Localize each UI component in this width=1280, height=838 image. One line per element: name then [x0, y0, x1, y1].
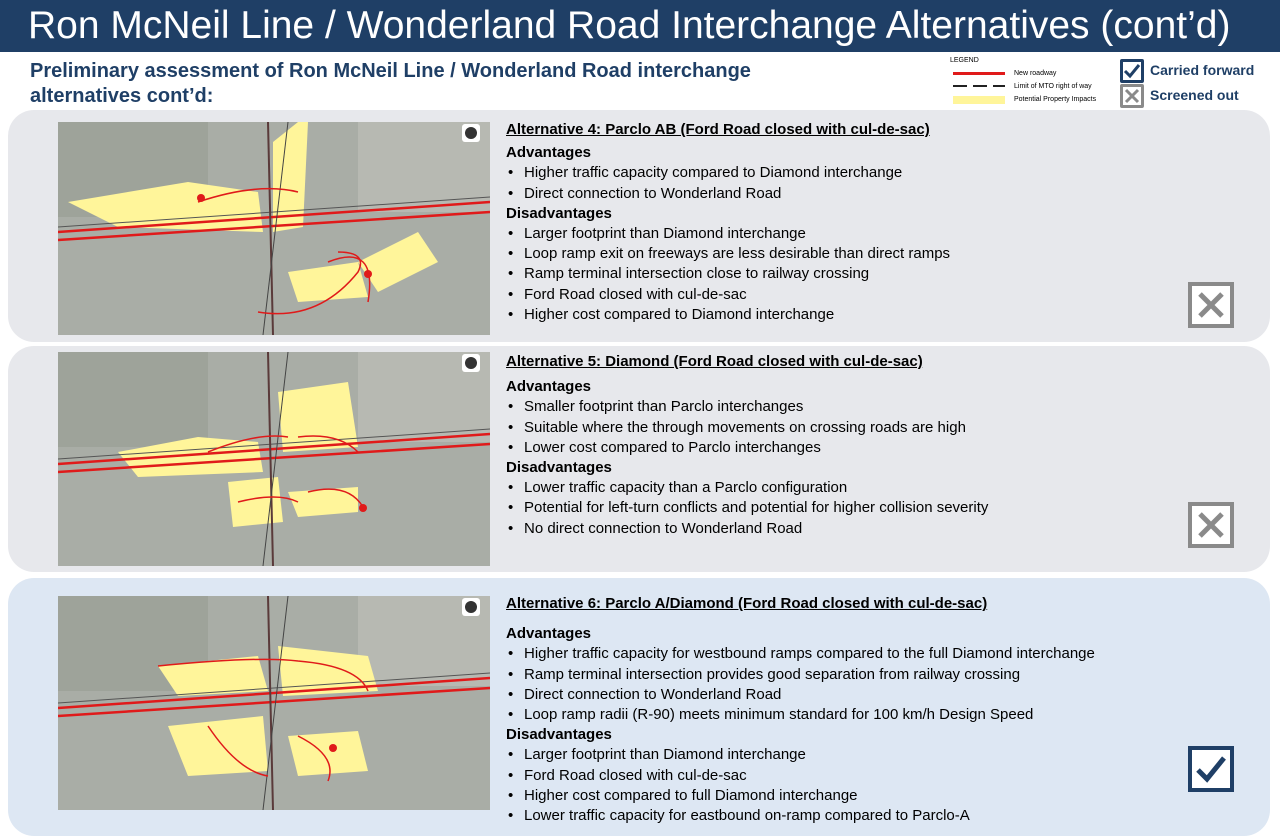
list-item: Potential for left-turn conflicts and po…	[506, 498, 1196, 518]
list-item: Loop ramp radii (R-90) meets minimum sta…	[506, 705, 1196, 725]
advantages-list: Smaller footprint than Parclo interchang…	[506, 397, 1196, 458]
alternative-panel-6: Alternative 6: Parclo A/Diamond (Ford Ro…	[8, 578, 1270, 836]
list-item: Higher cost compared to full Diamond int…	[506, 786, 1196, 806]
list-item: Loop ramp exit on freeways are less desi…	[506, 244, 1196, 264]
list-item: No direct connection to Wonderland Road	[506, 519, 1196, 539]
key-carried-forward: Carried forward	[1120, 59, 1280, 83]
advantages-heading: Advantages	[506, 378, 592, 396]
screened-out-icon	[1188, 282, 1234, 328]
interchange-map-alt-5	[58, 352, 490, 566]
advantages-heading: Advantages	[506, 144, 592, 162]
checkbox-x-icon	[1120, 84, 1144, 108]
disadvantages-list: Lower traffic capacity than a Parclo con…	[506, 478, 1196, 539]
alternative-title: Alternative 5: Diamond (Ford Road closed…	[506, 353, 923, 370]
legend-title: LEGEND	[950, 57, 979, 64]
disadvantages-heading: Disadvantages	[506, 726, 612, 744]
disadvantages-heading: Disadvantages	[506, 459, 612, 477]
advantages-list: Higher traffic capacity for westbound ra…	[506, 644, 1196, 725]
list-item: Ford Road closed with cul-de-sac	[506, 285, 1196, 305]
alternative-title: Alternative 6: Parclo A/Diamond (Ford Ro…	[506, 595, 988, 612]
list-item: Smaller footprint than Parclo interchang…	[506, 397, 1196, 417]
page-title: Ron McNeil Line / Wonderland Road Interc…	[0, 0, 1280, 52]
page-subtitle: Preliminary assessment of Ron McNeil Lin…	[30, 60, 751, 107]
dashed-line-swatch	[953, 85, 1005, 87]
list-item: Higher traffic capacity for westbound ra…	[506, 644, 1196, 664]
checkbox-check-icon	[1120, 59, 1144, 83]
legend-item-mto-limit: Limit of MTO right of way	[950, 82, 1120, 92]
aerial-map-image	[58, 596, 490, 810]
list-item: Direct connection to Wonderland Road	[506, 184, 1196, 204]
alternative-details-5: Alternative 5: Diamond (Ford Road closed…	[506, 352, 1196, 539]
alternative-details-6: Alternative 6: Parclo A/Diamond (Ford Ro…	[506, 594, 1196, 826]
advantages-heading: Advantages	[506, 625, 592, 643]
list-item: Ramp terminal intersection close to rail…	[506, 264, 1196, 284]
key-screened-out: Screened out	[1120, 84, 1280, 108]
list-item: Direct connection to Wonderland Road	[506, 685, 1196, 705]
alternative-panel-4: Alternative 4: Parclo AB (Ford Road clos…	[8, 110, 1270, 342]
list-item: Suitable where the through movements on …	[506, 418, 1196, 438]
map-legend: LEGEND New roadway Limit of MTO right of…	[950, 57, 1120, 109]
list-item: Larger footprint than Diamond interchang…	[506, 224, 1196, 244]
list-item: Ford Road closed with cul-de-sac	[506, 766, 1196, 786]
disadvantages-list: Larger footprint than Diamond interchang…	[506, 745, 1196, 826]
list-item: Ramp terminal intersection provides good…	[506, 665, 1196, 685]
aerial-map-image	[58, 122, 490, 335]
list-item: Lower traffic capacity than a Parclo con…	[506, 478, 1196, 498]
disadvantages-list: Larger footprint than Diamond interchang…	[506, 224, 1196, 325]
list-item: Lower traffic capacity for eastbound on-…	[506, 806, 1196, 826]
list-item: Higher cost compared to Diamond intercha…	[506, 305, 1196, 325]
legend-item-new-roadway: New roadway	[950, 69, 1120, 79]
interchange-map-alt-6	[58, 596, 490, 810]
carried-forward-icon	[1188, 746, 1234, 792]
interchange-map-alt-4	[58, 122, 490, 335]
alternative-panel-5: Alternative 5: Diamond (Ford Road closed…	[8, 346, 1270, 572]
advantages-list: Higher traffic capacity compared to Diam…	[506, 163, 1196, 204]
screened-out-icon	[1188, 502, 1234, 548]
disadvantages-heading: Disadvantages	[506, 204, 612, 222]
red-line-swatch	[953, 72, 1005, 75]
alternative-details-4: Alternative 4: Parclo AB (Ford Road clos…	[506, 120, 1196, 325]
legend-item-property-impacts: Potential Property Impacts	[950, 95, 1120, 105]
list-item: Larger footprint than Diamond interchang…	[506, 745, 1196, 765]
alternative-title: Alternative 4: Parclo AB (Ford Road clos…	[506, 121, 930, 138]
yellow-fill-swatch	[953, 96, 1005, 104]
list-item: Higher traffic capacity compared to Diam…	[506, 163, 1196, 183]
list-item: Lower cost compared to Parclo interchang…	[506, 438, 1196, 458]
aerial-map-image	[58, 352, 490, 566]
